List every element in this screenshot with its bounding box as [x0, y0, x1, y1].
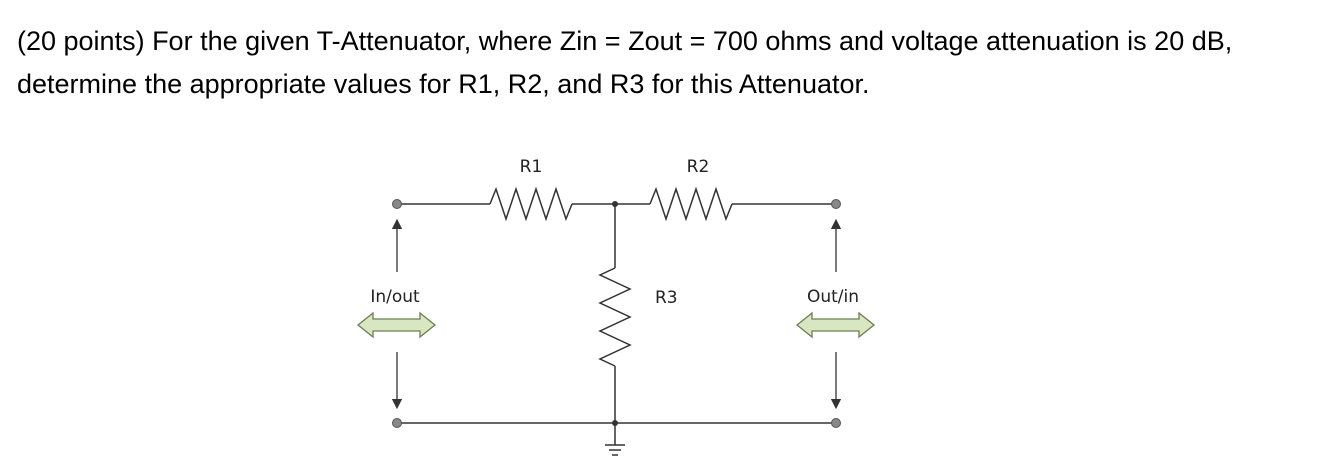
- label-r2: R2: [687, 157, 710, 177]
- resistor-r1: [489, 186, 573, 222]
- terminal-right-top: [831, 199, 841, 209]
- junction-node-top: [612, 201, 618, 207]
- label-r1: R1: [520, 157, 543, 177]
- resistor-r2: [649, 186, 733, 222]
- terminal-left-bottom: [392, 418, 402, 428]
- junction-node-bottom: [612, 420, 618, 426]
- terminal-right-bottom: [831, 418, 841, 428]
- left-double-headed-arrow-icon: [356, 311, 437, 339]
- label-r3: R3: [655, 288, 678, 308]
- label-right-port: Out/in: [807, 287, 859, 307]
- terminal-left-top: [392, 199, 402, 209]
- question-text: (20 points) For the given T-Attenuator, …: [17, 26, 1233, 99]
- label-left-port: In/out: [370, 287, 420, 307]
- ground-symbol-icon: [605, 423, 625, 456]
- resistor-r3: [598, 267, 632, 367]
- right-double-headed-arrow-icon: [795, 311, 876, 339]
